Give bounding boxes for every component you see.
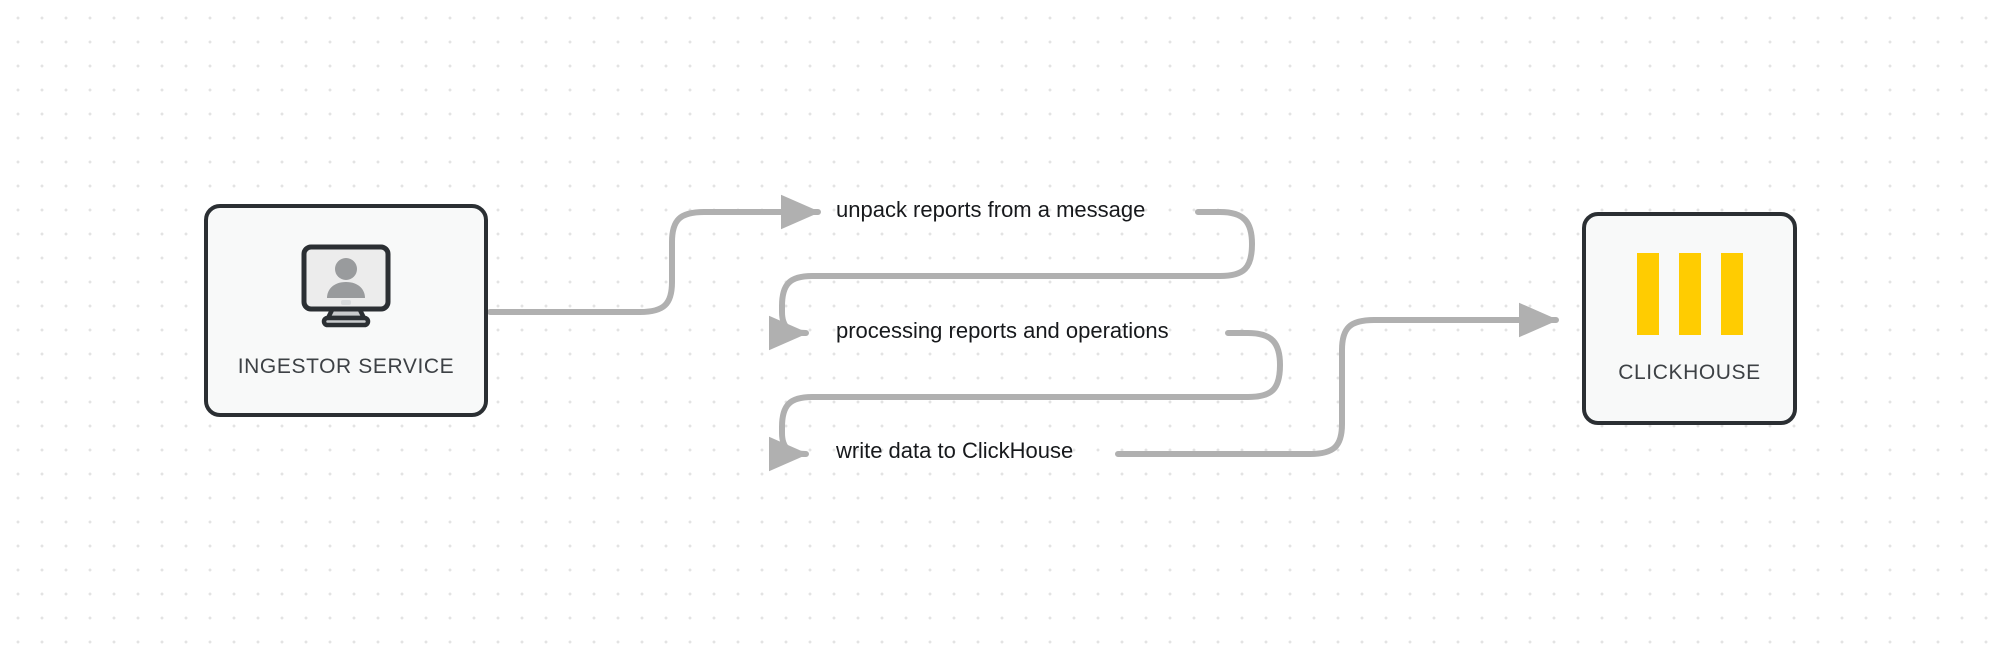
edge-label-write-data: write data to ClickHouse bbox=[836, 438, 1074, 463]
clickhouse-bar-2 bbox=[1678, 252, 1701, 335]
clickhouse-bar-3 bbox=[1720, 252, 1743, 335]
edge-path-processing bbox=[768, 209, 1256, 351]
clickhouse-bar-1 bbox=[1636, 252, 1659, 335]
edge-label-unpack-reports: unpack reports from a message bbox=[836, 197, 1146, 222]
node-clickhouse-label: CLICKHOUSE bbox=[1618, 360, 1761, 384]
node-clickhouse[interactable]: CLICKHOUSE bbox=[1582, 212, 1797, 425]
node-ingestor-service[interactable]: INGESTOR SERVICE bbox=[204, 204, 488, 417]
clickhouse-bars-icon bbox=[1636, 252, 1743, 335]
edge-path-write bbox=[768, 330, 1284, 472]
edge-path-unpack bbox=[487, 194, 821, 315]
monitor-user-icon bbox=[300, 242, 392, 333]
node-ingestor-service-label: INGESTOR SERVICE bbox=[237, 355, 455, 378]
edge-label-processing-reports: processing reports and operations bbox=[836, 318, 1169, 343]
edge-path-to-clickhouse bbox=[1115, 302, 1559, 457]
